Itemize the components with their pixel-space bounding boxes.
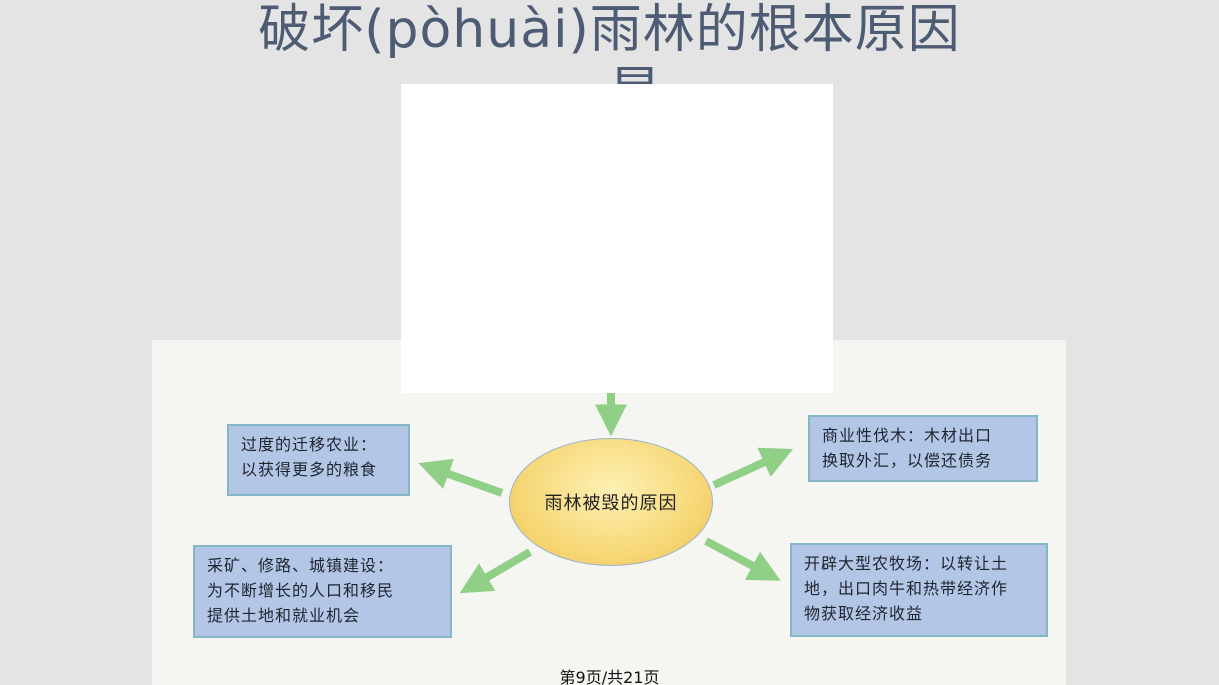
page-indicator: 第9页/共21页: [559, 668, 660, 685]
center-node: 雨林被毁的原因: [509, 438, 713, 566]
cause-box-bottom-left: 采矿、修路、城镇建设： 为不断增长的人口和移民 提供土地和就业机会: [193, 545, 452, 638]
cause-text-line: 物获取经济收益: [804, 604, 924, 623]
cause-text-line: 过度的迁移农业：: [241, 435, 378, 454]
center-node-label: 雨林被毁的原因: [544, 493, 678, 514]
cause-box-top-left: 过度的迁移农业： 以获得更多的粮食: [227, 424, 410, 496]
blank-image-area: [401, 84, 833, 393]
cause-text-line: 地，出口肉牛和热带经济作: [804, 579, 1009, 598]
cause-box-bottom-right: 开辟大型农牧场：以转让土 地，出口肉牛和热带经济作 物获取经济收益: [790, 543, 1048, 637]
cause-text-line: 以获得更多的粮食: [241, 460, 378, 479]
cause-text-line: 商业性伐木：木材出口: [822, 426, 993, 445]
cause-text-line: 提供土地和就业机会: [207, 606, 361, 625]
arrow-to-top-left: [418, 458, 504, 497]
arrow-to-bottom-right: [704, 537, 781, 581]
cause-text-line: 开辟大型农牧场：以转让土: [804, 554, 1009, 573]
cause-text-line: 采矿、修路、城镇建设：: [207, 556, 395, 575]
slide-title: 破坏(pòhuài)雨林的根本原因: [258, 0, 961, 60]
cause-text-line: 为不断增长的人口和移民: [207, 581, 395, 600]
arrow-to-top-right: [712, 447, 794, 489]
arrow-to-bottom-left: [459, 548, 533, 594]
cause-box-top-right: 商业性伐木：木材出口 换取外汇，以偿还债务: [808, 415, 1038, 482]
cause-text-line: 换取外汇，以偿还债务: [822, 451, 993, 470]
